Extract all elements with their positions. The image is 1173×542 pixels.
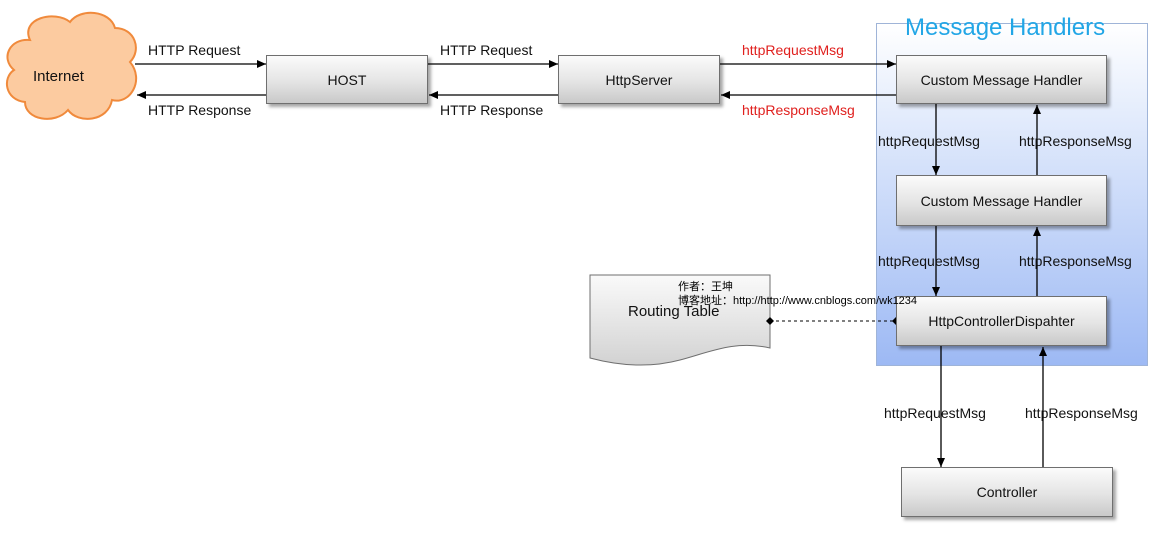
label-h1-h2-request: httpRequestMsg (878, 133, 980, 149)
dispatcher-box: HttpControllerDispahter (896, 296, 1107, 346)
internet-cloud-icon (5, 11, 137, 120)
custom-message-handler-1-box: Custom Message Handler (896, 55, 1107, 104)
host-box: HOST (266, 55, 428, 104)
label-handler-server-response: httpResponseMsg (742, 102, 855, 118)
custom-message-handler-2-box: Custom Message Handler (896, 175, 1107, 226)
controller-label: Controller (976, 484, 1038, 500)
credit-blog: 博客地址：http://http://www.cnblogs.com/wk123… (678, 295, 918, 307)
label-h2-disp-request: httpRequestMsg (878, 253, 980, 269)
internet-label: Internet (33, 68, 84, 85)
credit-author: 作者：王坤 (678, 281, 733, 293)
label-host-internet-response: HTTP Response (148, 102, 252, 118)
label-internet-host-request: HTTP Request (148, 42, 241, 58)
httpserver-box: HttpServer (558, 55, 720, 104)
httpserver-label: HttpServer (605, 71, 673, 88)
controller-box: Controller (901, 467, 1113, 517)
diamond-left-icon (766, 317, 774, 325)
routing-table-document-icon (589, 274, 771, 366)
handler1-label: Custom Message Handler (920, 71, 1083, 88)
routing-table-label: Routing Table (628, 303, 720, 320)
label-h2-h1-response: httpResponseMsg (1019, 133, 1132, 149)
handler2-label: Custom Message Handler (920, 192, 1083, 209)
host-label: HOST (327, 71, 367, 88)
label-server-host-response: HTTP Response (440, 102, 544, 118)
label-disp-ctrl-request: httpRequestMsg (884, 405, 986, 421)
message-handlers-title: Message Handlers (905, 14, 1106, 41)
dispatcher-label: HttpControllerDispahter (928, 313, 1075, 329)
label-server-handler-request: httpRequestMsg (742, 42, 844, 58)
label-disp-h2-response: httpResponseMsg (1019, 253, 1132, 269)
label-host-server-request: HTTP Request (440, 42, 533, 58)
label-ctrl-disp-response: httpResponseMsg (1025, 405, 1138, 421)
